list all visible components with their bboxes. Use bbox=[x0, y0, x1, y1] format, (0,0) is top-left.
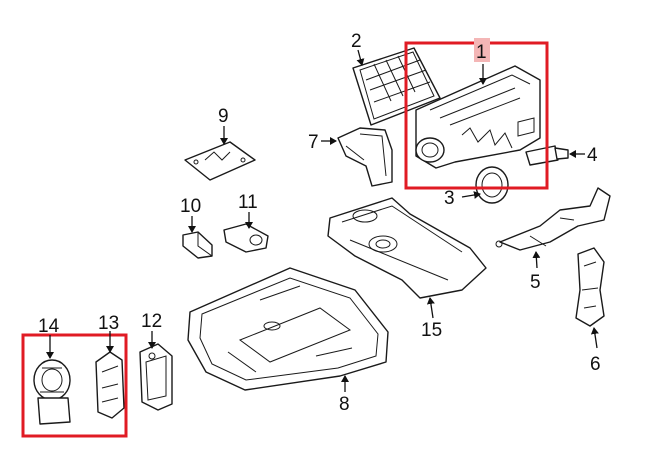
callout-8: 8 bbox=[339, 394, 350, 415]
callout-5: 5 bbox=[530, 272, 541, 293]
part-5-bracket bbox=[495, 187, 611, 251]
callout-1: 1 bbox=[476, 42, 487, 63]
part-13-trim bbox=[95, 351, 125, 419]
label-tab-part-1 bbox=[474, 38, 490, 62]
callout-3: 3 bbox=[444, 188, 455, 209]
part-4-plug bbox=[525, 145, 569, 166]
callout-13: 13 bbox=[98, 313, 119, 334]
part-9-control-panel bbox=[184, 141, 256, 181]
part-10-switch bbox=[182, 231, 213, 259]
leader-lines bbox=[46, 49, 599, 392]
callout-7: 7 bbox=[308, 132, 319, 153]
part-11-connector bbox=[223, 223, 269, 253]
callout-10: 10 bbox=[180, 196, 201, 217]
part-14-motor bbox=[33, 359, 71, 425]
callout-12: 12 bbox=[141, 311, 162, 332]
callout-9: 9 bbox=[218, 106, 229, 127]
part-7-intake-duct bbox=[337, 127, 393, 187]
callout-2: 2 bbox=[351, 31, 362, 52]
callout-14: 14 bbox=[38, 316, 60, 337]
part-8-seat-frame bbox=[187, 267, 389, 391]
part-3-clamp-ring bbox=[475, 166, 509, 204]
callout-6: 6 bbox=[590, 354, 601, 375]
callout-15: 15 bbox=[421, 320, 442, 341]
part-1-air-cleaner-housing bbox=[415, 65, 541, 169]
part-12-cover bbox=[139, 343, 173, 411]
callout-4: 4 bbox=[587, 145, 598, 166]
part-15-seat-cover bbox=[327, 197, 487, 299]
highlight-box-parts-13-14 bbox=[21, 333, 128, 438]
part-6-side-bracket bbox=[575, 247, 605, 327]
callout-11: 11 bbox=[238, 192, 258, 213]
